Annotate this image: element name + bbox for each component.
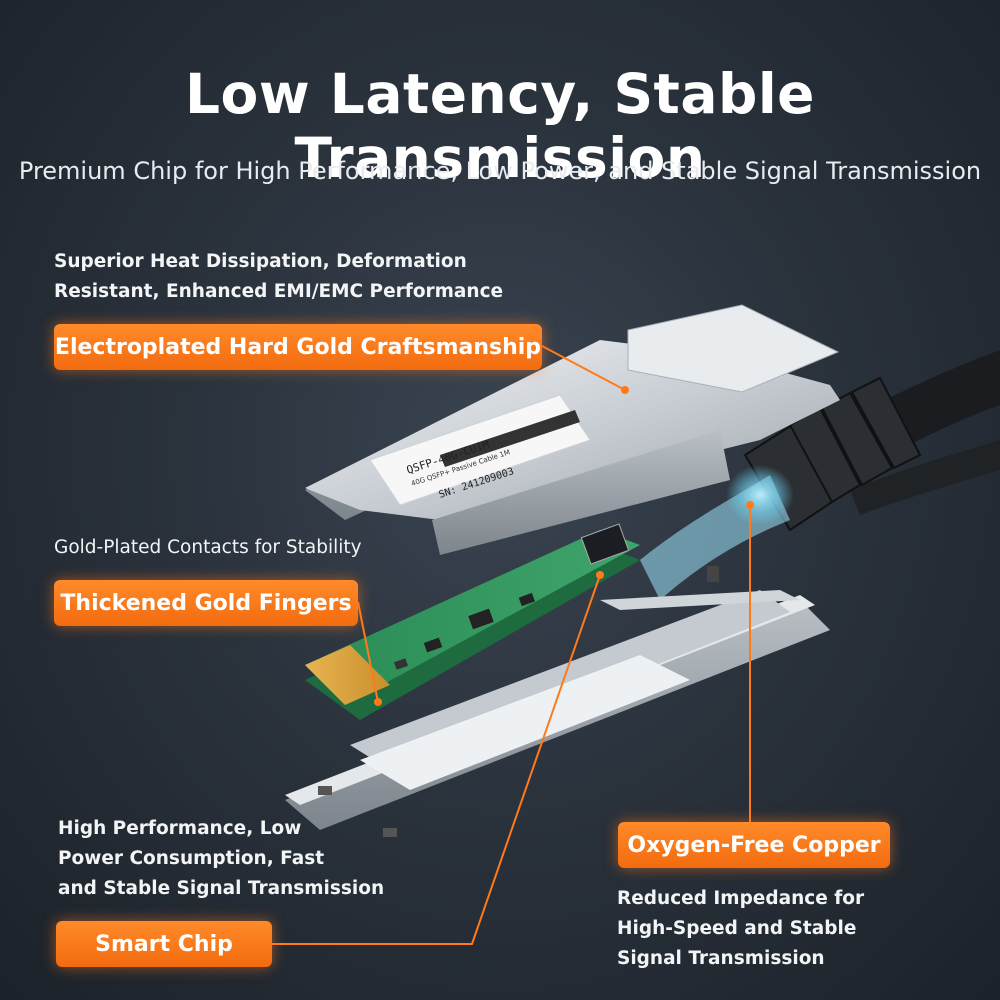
strain-relief xyxy=(743,376,922,532)
top-shell xyxy=(305,304,840,555)
gold-contacts-desc: Gold-Plated Contacts for Stability xyxy=(54,537,362,558)
heat-dissipation-desc: Superior Heat Dissipation, Deformation R… xyxy=(54,247,503,307)
copper-desc-line1: Reduced Impedance for xyxy=(617,888,865,909)
chip-desc-line2: Power Consumption, Fast xyxy=(58,848,325,869)
copper-desc: Reduced Impedance for High-Speed and Sta… xyxy=(617,884,864,974)
bottom-shell xyxy=(285,566,830,837)
gold-fingers-badge: Thickened Gold Fingers xyxy=(54,580,358,626)
page-title: Low Latency, Stable Transmission xyxy=(185,62,815,190)
heat-desc-line2: Resistant, Enhanced EMI/EMC Performance xyxy=(54,281,504,302)
page-subtitle: Premium Chip for High Performance, Low P… xyxy=(18,157,982,185)
oxygen-free-copper-badge: Oxygen-Free Copper xyxy=(618,822,890,868)
leader-lines xyxy=(272,345,751,945)
smart-chip-badge: Smart Chip xyxy=(56,921,272,967)
pcb-board xyxy=(305,523,640,720)
leader-dots xyxy=(374,386,754,706)
copper-desc-line2: High-Speed and Stable xyxy=(617,918,857,939)
copper-desc-line3: Signal Transmission xyxy=(617,948,825,969)
chip-desc-line1: High Performance, Low xyxy=(58,818,302,839)
smart-chip-desc: High Performance, Low Power Consumption,… xyxy=(58,814,384,904)
heat-desc-line1: Superior Heat Dissipation, Deformation xyxy=(54,251,467,272)
electroplated-gold-badge: Electroplated Hard Gold Craftsmanship xyxy=(54,324,542,370)
chip-desc-line3: and Stable Signal Transmission xyxy=(58,878,385,899)
